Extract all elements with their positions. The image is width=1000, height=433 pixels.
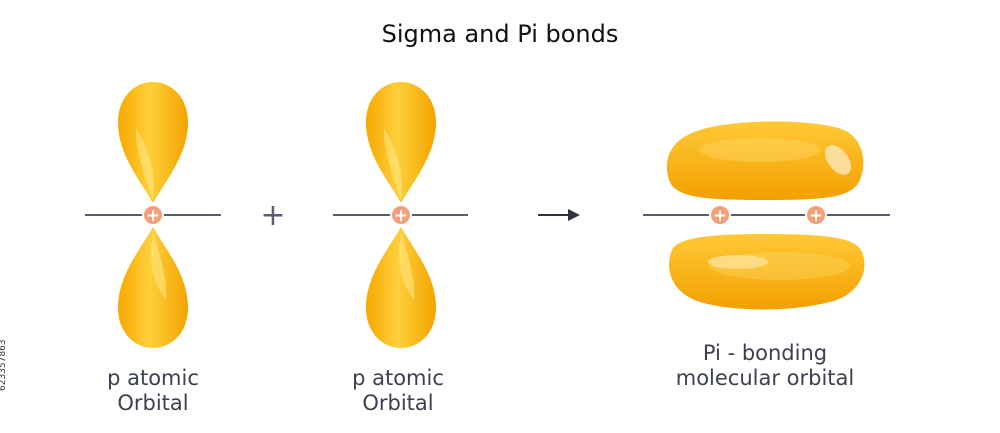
caption-right-line2: molecular orbital [675, 366, 855, 390]
upper-lobe-highlight-middle [383, 128, 402, 200]
lower-lobe-glow [710, 252, 850, 280]
lower-lobe-left [118, 227, 188, 348]
caption-middle-line1: p atomic [352, 366, 444, 390]
nucleus-sign-left: + [146, 206, 160, 226]
nucleus-sign-right-2: + [809, 206, 823, 226]
caption-right-line1: Pi - bonding [702, 341, 828, 365]
lower-lobe-highlight-left [150, 232, 167, 300]
nucleus-sign-right-1: + [713, 206, 727, 226]
nucleus-sign-middle: + [394, 206, 408, 226]
pi-bonding-orbital: + + [643, 121, 890, 310]
p-orbital-middle: + [333, 82, 468, 348]
caption-left: p atomic Orbital [83, 366, 223, 416]
caption-middle: p atomic Orbital [328, 366, 468, 416]
nucleus-right-2 [805, 204, 827, 226]
diagram-title: Sigma and Pi bonds [381, 20, 619, 48]
lower-lobe-middle [366, 227, 436, 348]
lower-lobe-highlight-middle [398, 232, 415, 300]
lower-lobe-shine [708, 255, 768, 269]
caption-left-line2: Orbital [117, 391, 189, 415]
caption-right: Pi - bonding molecular orbital [650, 341, 880, 391]
caption-left-line1: p atomic [107, 366, 199, 390]
upper-lobe-shine [824, 145, 852, 175]
stock-id: 623357863 [0, 339, 8, 391]
upper-lobe-glow [700, 138, 820, 162]
reaction-arrow [538, 209, 580, 221]
nucleus-middle [390, 204, 412, 226]
upper-lobe-left [118, 82, 188, 203]
lower-pi-lobe [669, 234, 865, 310]
upper-pi-lobe [666, 121, 864, 200]
caption-middle-line2: Orbital [362, 391, 434, 415]
nucleus-right-1 [709, 204, 731, 226]
plus-operator: + [260, 198, 285, 233]
upper-lobe-middle [366, 82, 436, 203]
upper-lobe-highlight-left [135, 128, 154, 200]
nucleus-left [142, 204, 164, 226]
p-orbital-left: + [85, 82, 221, 348]
